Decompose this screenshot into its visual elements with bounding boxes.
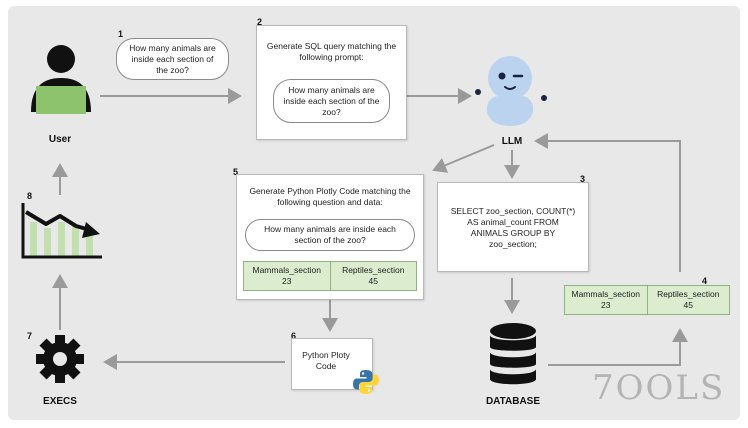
result-mammals-name: Mammals_section [571,289,641,299]
arrow-database-to-results [548,328,688,366]
sql-prompt-heading: Generate SQL query matching the followin… [266,41,397,62]
llm-label: LLM [501,136,523,147]
sql-query-box: SELECT zoo_section, COUNT(*) AS animal_c… [437,182,589,272]
question-bubble: How many animals are inside each section… [116,38,229,80]
plotly-prompt-heading: Generate Python Plotly Code matching the… [249,186,411,207]
watermark-logo: 7OOLS [592,368,726,408]
plotly-prompt-box: Generate Python Plotly Code matching the… [236,174,424,300]
arrow-results-to-llm [534,133,681,272]
step-number-7: 7 [27,331,33,341]
robot-icon [475,56,547,126]
result-reptiles-name: Reptiles_section [657,289,720,299]
step-number-3: 3 [580,174,586,184]
step-number-5: 5 [233,167,239,177]
plotly-data-table: Mammals_section 23 Reptiles_section 45 [243,261,417,291]
step-number-4: 4 [702,276,708,286]
result-table: Mammals_section 23 Reptiles_section 45 [564,285,730,315]
step-number-6: 6 [291,331,297,341]
user-icon [31,45,91,114]
plotly-mammals-value: 23 [282,276,292,286]
database-label: DATABASE [485,396,541,407]
step-number-1: 1 [118,29,124,39]
declining-chart-icon [21,203,102,259]
gear-icon [36,335,84,383]
plotly-reptiles-name: Reptiles_section [342,265,405,275]
sql-query-text: SELECT zoo_section, COUNT(*) AS animal_c… [450,206,576,249]
arrow-llm-to-plotly-box [432,144,495,173]
result-reptiles-value: 45 [683,300,693,310]
plotly-cell-mammals: Mammals_section 23 [244,262,330,290]
step-number-8: 8 [27,191,33,201]
ploty-code-box: Python Ploty Code [291,338,373,390]
result-mammals-value: 23 [601,300,611,310]
sql-prompt-bubble: How many animals are inside each section… [273,79,390,123]
ploty-code-text: Python Ploty Code [302,350,350,371]
python-logo-icon [353,370,379,394]
plotly-prompt-bubble: How many animals are inside each section… [245,219,415,251]
result-cell-mammals: Mammals_section 23 [565,286,647,314]
result-cell-reptiles: Reptiles_section 45 [646,286,730,314]
plotly-cell-reptiles: Reptiles_section 45 [329,262,417,290]
plotly-reptiles-value: 45 [368,276,378,286]
step-number-2: 2 [257,17,263,27]
plotly-mammals-name: Mammals_section [252,265,322,275]
database-icon [490,323,536,385]
execs-label: EXECS [43,396,77,407]
user-label: User [48,134,72,145]
sql-prompt-box: Generate SQL query matching the followin… [256,25,407,140]
